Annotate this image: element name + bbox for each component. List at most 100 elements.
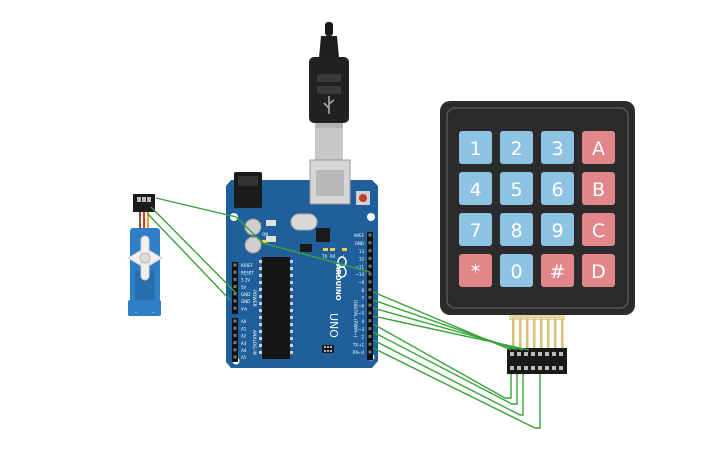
keypad-key-face[interactable] (500, 254, 533, 287)
header-pin-socket[interactable] (368, 311, 372, 315)
connector-pin[interactable] (538, 352, 542, 356)
header-pin-socket[interactable] (368, 327, 372, 331)
header-pin-socket[interactable] (368, 241, 372, 245)
connector-pin[interactable] (552, 352, 556, 356)
header-pin-socket[interactable] (368, 280, 372, 284)
header-pin-socket[interactable] (368, 233, 372, 237)
keypad-key-*[interactable]: * (459, 254, 492, 287)
wire-servo-ground[interactable] (146, 212, 231, 301)
header-pin-socket[interactable] (233, 292, 237, 296)
connector-pin[interactable] (517, 352, 521, 356)
header-pin-socket[interactable] (233, 341, 237, 345)
wire-keypad-5[interactable] (372, 323, 512, 399)
keypad-key-1[interactable]: 1 (459, 131, 492, 164)
led-on-label: ON (262, 232, 268, 237)
arduino-uno-board[interactable]: ON TX RX L ARDUINO UNO IOREFRESET3.3V5VG… (226, 159, 378, 368)
keypad-key-7[interactable]: 7 (459, 213, 492, 246)
keypad-key-face[interactable] (582, 254, 615, 287)
keypad-key-4[interactable]: 4 (459, 172, 492, 205)
keypad-key-face[interactable] (459, 172, 492, 205)
keypad-key-face[interactable] (582, 213, 615, 246)
servo-horn[interactable] (127, 235, 163, 281)
header-pin-socket[interactable] (368, 303, 372, 307)
keypad-key-face[interactable] (541, 131, 574, 164)
wire-servo-power[interactable] (150, 206, 237, 294)
usb-cable[interactable] (309, 22, 349, 161)
connector-pin[interactable] (510, 366, 514, 370)
header-pin-socket[interactable] (233, 285, 237, 289)
connector-pin[interactable] (531, 366, 535, 370)
keypad-key-5[interactable]: 5 (500, 172, 533, 205)
header-pin-socket[interactable] (368, 319, 372, 323)
connector-pin[interactable] (538, 366, 542, 370)
keypad-key-label: 9 (551, 220, 563, 242)
keypad-key-face[interactable] (459, 131, 492, 164)
connector-pin[interactable] (531, 352, 535, 356)
connector-pin[interactable] (552, 366, 556, 370)
keypad-key-face[interactable] (500, 213, 533, 246)
keypad-key-face[interactable] (459, 254, 492, 287)
header-pin-socket[interactable] (368, 264, 372, 268)
analog-header[interactable] (232, 318, 238, 362)
keypad-key-C[interactable]: C (582, 213, 615, 246)
keypad-key-9[interactable]: 9 (541, 213, 574, 246)
connector-pin[interactable] (524, 366, 528, 370)
keypad-key-face[interactable] (500, 131, 533, 164)
keypad-key-2[interactable]: 2 (500, 131, 533, 164)
wire-keypad-7[interactable] (372, 339, 524, 416)
wire-keypad-8[interactable] (372, 347, 541, 429)
connector-pin[interactable] (545, 366, 549, 370)
micro-servo[interactable] (127, 194, 163, 316)
header-pin-socket[interactable] (233, 270, 237, 274)
header-pin-socket[interactable] (368, 342, 372, 346)
header-pin-socket[interactable] (233, 263, 237, 267)
wire-keypad-4[interactable] (372, 315, 530, 351)
keypad-key-B[interactable]: B (582, 172, 615, 205)
header-pin-socket[interactable] (368, 256, 372, 260)
keypad-key-A[interactable]: A (582, 131, 615, 164)
connector-pin[interactable] (559, 352, 563, 356)
header-pin-socket[interactable] (368, 334, 372, 338)
header-pin-socket[interactable] (368, 249, 372, 253)
mcu-pin (290, 274, 293, 277)
led-tx (323, 248, 328, 251)
keypad-key-D[interactable]: D (582, 254, 615, 287)
header-pin-socket[interactable] (233, 277, 237, 281)
header-pin-socket[interactable] (233, 348, 237, 352)
connector-pin[interactable] (524, 352, 528, 356)
servo-connector[interactable] (133, 194, 155, 212)
keypad-key-face[interactable] (541, 213, 574, 246)
wire-keypad-6[interactable] (372, 331, 518, 405)
connector-pin[interactable] (559, 366, 563, 370)
header-pin-socket[interactable] (233, 306, 237, 310)
header-pin-socket[interactable] (233, 299, 237, 303)
keypad-key-3[interactable]: 3 (541, 131, 574, 164)
header-pin-socket[interactable] (368, 272, 372, 276)
header-pin-socket[interactable] (368, 350, 372, 354)
keypad-connector-pins (510, 352, 563, 370)
connector-pin[interactable] (517, 366, 521, 370)
header-pin-socket[interactable] (233, 355, 237, 359)
wire-servo-signal[interactable] (155, 197, 371, 273)
header-pin-socket[interactable] (233, 333, 237, 337)
keypad-key-0[interactable]: 0 (500, 254, 533, 287)
keypad-key-#[interactable]: # (541, 254, 574, 287)
header-pin-socket[interactable] (233, 319, 237, 323)
keypad-connector[interactable] (507, 348, 567, 374)
keypad-key-face[interactable] (582, 172, 615, 205)
connector-pin[interactable] (545, 352, 549, 356)
header-pin-socket[interactable] (233, 326, 237, 330)
header-pin-socket[interactable] (368, 288, 372, 292)
keypad-key-8[interactable]: 8 (500, 213, 533, 246)
keypad-key-6[interactable]: 6 (541, 172, 574, 205)
header-pin-socket[interactable] (368, 295, 372, 299)
keypad-key-face[interactable] (582, 131, 615, 164)
keypad-key-face[interactable] (459, 213, 492, 246)
connector-pin[interactable] (510, 352, 514, 356)
keypad-key-face[interactable] (541, 172, 574, 205)
reset-button-cap[interactable] (359, 194, 367, 202)
keypad-key-face[interactable] (500, 172, 533, 205)
keypad-key-face[interactable] (541, 254, 574, 287)
